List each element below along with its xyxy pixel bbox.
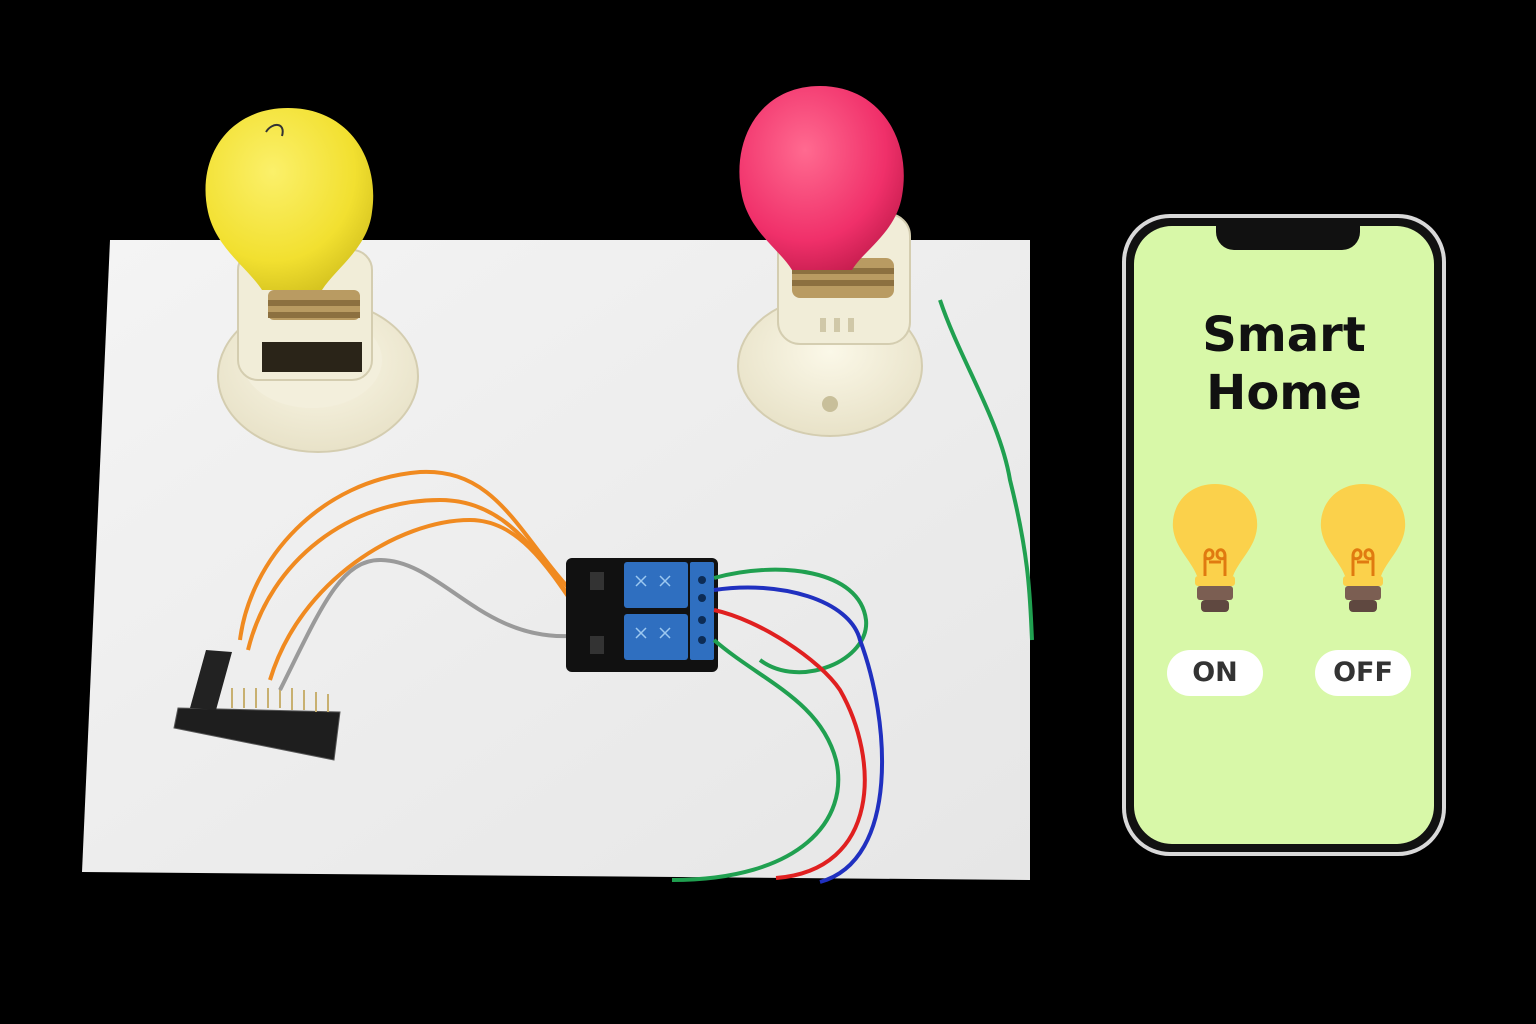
phone-screen: Smart Home ON xyxy=(1134,226,1434,844)
lightbulb-icon[interactable] xyxy=(1313,478,1413,628)
microcontroller-board xyxy=(173,650,341,761)
green-power-wire xyxy=(938,299,1034,641)
signal-wires xyxy=(238,469,586,691)
phone-bezel: Smart Home ON xyxy=(1126,218,1442,852)
relay-module xyxy=(566,558,718,672)
left-lamp-holder xyxy=(217,249,419,453)
lightbulb-icon[interactable] xyxy=(1165,478,1265,628)
relay-output-wires xyxy=(671,567,885,884)
app-title-line2: Home xyxy=(1206,365,1362,421)
phone-notch xyxy=(1216,226,1360,250)
off-button[interactable]: OFF xyxy=(1315,650,1411,696)
on-button[interactable]: ON xyxy=(1167,650,1263,696)
control-tile-on: ON xyxy=(1160,478,1270,696)
smartphone: Smart Home ON xyxy=(1122,214,1446,856)
pink-bulb xyxy=(739,86,904,270)
app-title: Smart Home xyxy=(1134,306,1434,422)
app-title-line1: Smart xyxy=(1202,307,1366,363)
yellow-bulb xyxy=(205,108,374,290)
control-tile-off: OFF xyxy=(1308,478,1418,696)
